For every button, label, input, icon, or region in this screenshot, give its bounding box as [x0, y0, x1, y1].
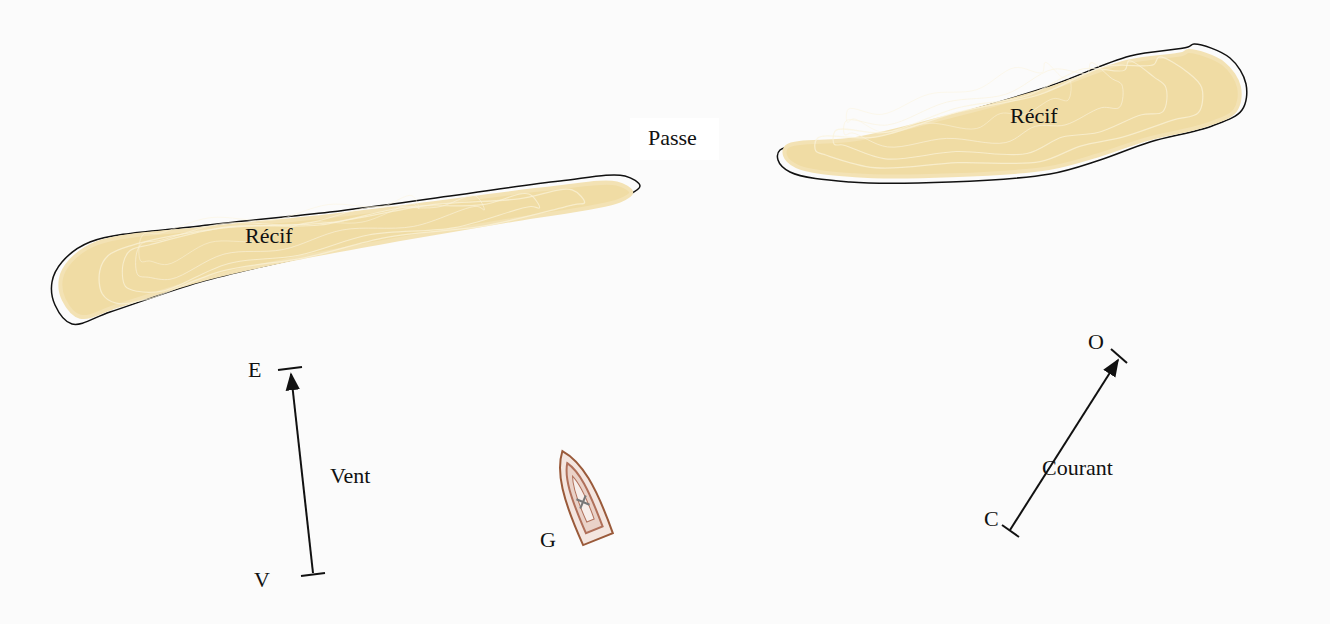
wind-vector	[278, 367, 325, 576]
reef-shape: Récif	[775, 40, 1250, 190]
reef-border	[52, 175, 640, 325]
current-vector	[1002, 349, 1127, 537]
vector-end-label: C	[984, 507, 999, 531]
pass-label: Passe	[630, 118, 719, 160]
vector-end-label: O	[1088, 330, 1104, 354]
vector-name: Vent	[330, 464, 370, 488]
pass-label: Passe	[630, 118, 719, 160]
reef-fill	[60, 182, 631, 317]
reef-texture	[846, 62, 1071, 132]
vector-end-label: V	[254, 568, 270, 592]
vector-end-label: V	[254, 568, 270, 592]
reef-border	[777, 44, 1246, 183]
vector-name: Courant	[1042, 456, 1113, 480]
boat-label: G	[540, 528, 556, 552]
reef-name: Récif	[1010, 104, 1058, 128]
vector-end-label: O	[1088, 330, 1104, 354]
reef-texture	[833, 61, 1167, 159]
vector-end-label: E	[248, 358, 261, 382]
vector-name: Courant	[1042, 456, 1113, 480]
boat-label: G	[540, 528, 556, 552]
vector-end-label: E	[248, 358, 261, 382]
reef-outline	[48, 172, 648, 330]
reef-texture	[139, 195, 419, 264]
reef-shape: Récif	[48, 172, 648, 330]
reef-name: Récif	[245, 224, 293, 248]
vector-end-label: C	[984, 507, 999, 531]
reef-texture	[815, 57, 1203, 168]
vector-name: Vent	[330, 464, 370, 488]
reef-texture	[99, 189, 585, 304]
reef-fill	[785, 51, 1240, 176]
boat	[547, 445, 613, 545]
reef-texture	[136, 195, 485, 279]
reef-texture	[122, 193, 539, 292]
reef-texture	[844, 63, 1124, 148]
